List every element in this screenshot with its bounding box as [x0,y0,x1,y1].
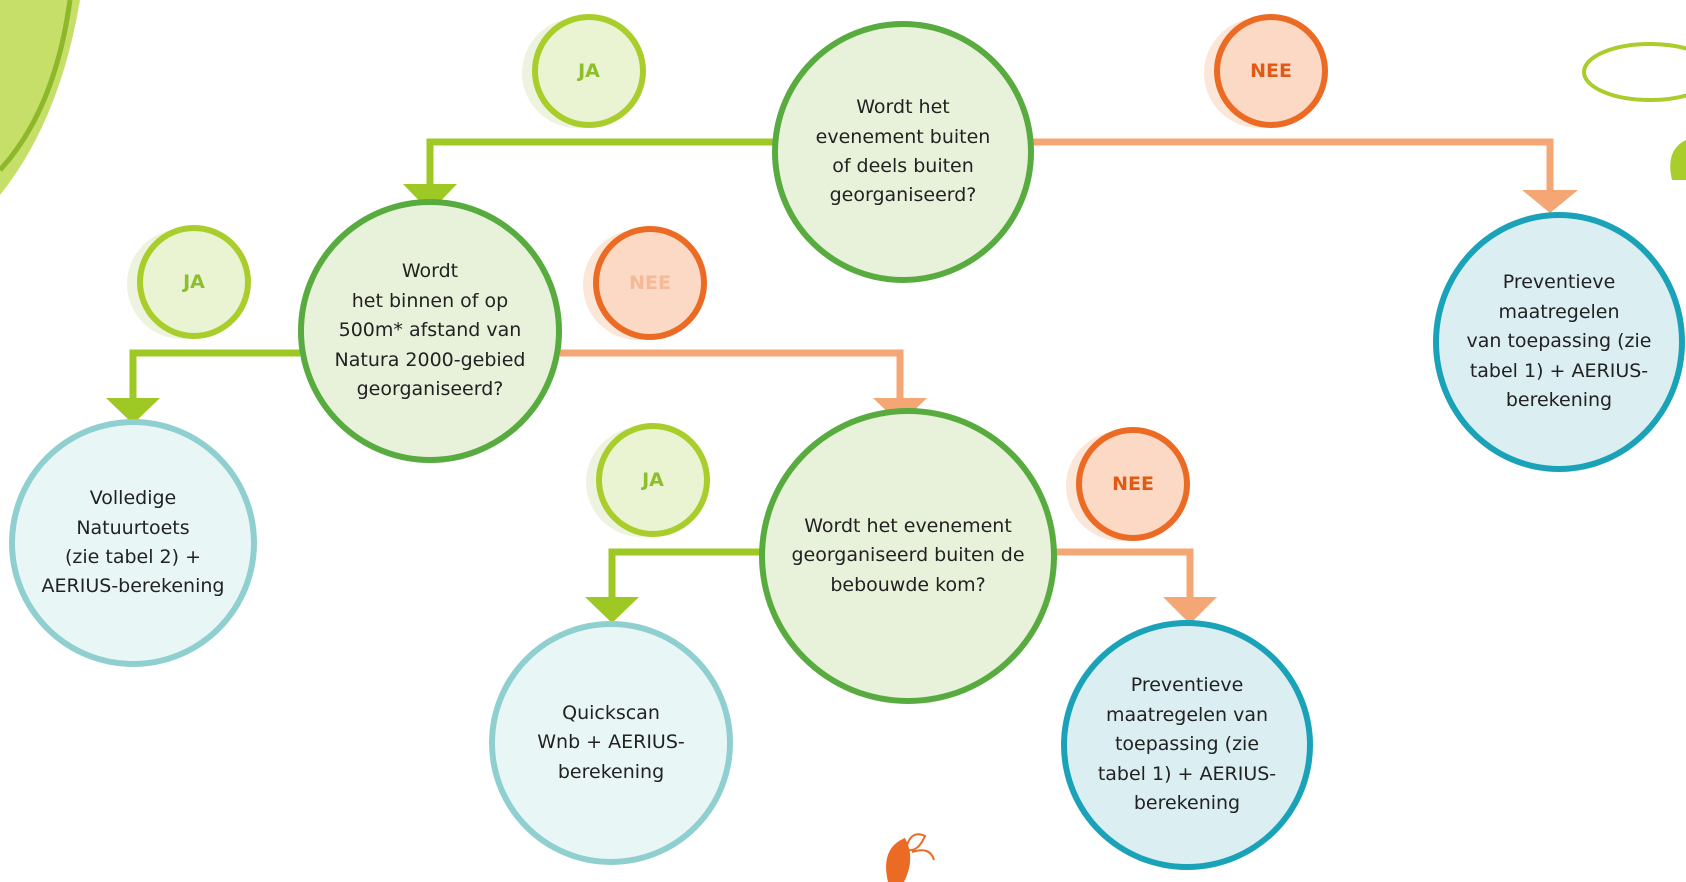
badge-yes-q3-label: JA [642,469,664,491]
arrowhead-q2-yes [106,398,160,424]
badge-no-q3: NEE [1066,427,1190,541]
question-outside-built-area: Wordt het evenement georganiseerd buiten… [759,408,1057,704]
outcome-full-nature-test: Volledige Natuurtoets (zie tabel 2) + AE… [9,419,257,667]
badge-no-q1-label: NEE [1250,60,1292,82]
outcome-quickscan: Quickscan Wnb + AERIUS- berekening [489,621,733,865]
badge-no-q2: NEE [583,226,707,340]
badge-no-q2-label: NEE [629,272,671,294]
question-outdoor-event: Wordt het evenement buiten of deels buit… [772,21,1034,283]
connector-q2-yes [129,349,300,398]
outcome-preventive-measures-center-text: Preventieve maatregelen van toepassing (… [1097,674,1277,815]
question-outdoor-event-text: Wordt het evenement buiten of deels buit… [815,96,991,207]
badge-no-q1: NEE [1204,14,1328,128]
outcome-preventive-measures-right: Preventieve maatregelen van toepassing (… [1433,212,1685,472]
connector-q3-yes [608,548,762,597]
arrowhead-q1-no [1522,190,1578,213]
arrowhead-q3-yes [585,597,639,623]
badge-yes-q2: JA [127,225,251,339]
question-outside-built-area-text: Wordt het evenement georganiseerd buiten… [791,514,1025,596]
question-natura-2000-distance-text: Wordt het binnen of op 500m* afstand van… [334,260,526,401]
question-natura-2000-distance: Wordt het binnen of op 500m* afstand van… [298,199,562,463]
connector-q2-no [560,349,904,398]
connector-q3-no [1054,548,1194,597]
outcome-preventive-measures-right-text: Preventieve maatregelen van toepassing (… [1466,271,1652,412]
arrowhead-q3-no [1163,597,1217,624]
decorative-green-ring [1582,42,1686,180]
badge-yes-q1: JA [522,14,646,128]
badge-no-q3-label: NEE [1112,473,1154,495]
outcome-quickscan-text: Quickscan Wnb + AERIUS- berekening [537,701,685,783]
badge-yes-q3: JA [586,423,710,537]
decorative-green-arc [0,0,80,195]
connector-q1-no [1032,138,1554,190]
arrowhead-q1-yes [403,184,457,212]
outcome-preventive-measures-center: Preventieve maatregelen van toepassing (… [1061,620,1313,870]
connector-q1-yes [426,138,775,184]
outcome-full-nature-test-text: Volledige Natuurtoets (zie tabel 2) + AE… [41,487,225,598]
decorative-butterfly-icon [886,833,935,882]
badge-yes-q2-label: JA [183,271,205,293]
badge-yes-q1-label: JA [578,60,600,82]
